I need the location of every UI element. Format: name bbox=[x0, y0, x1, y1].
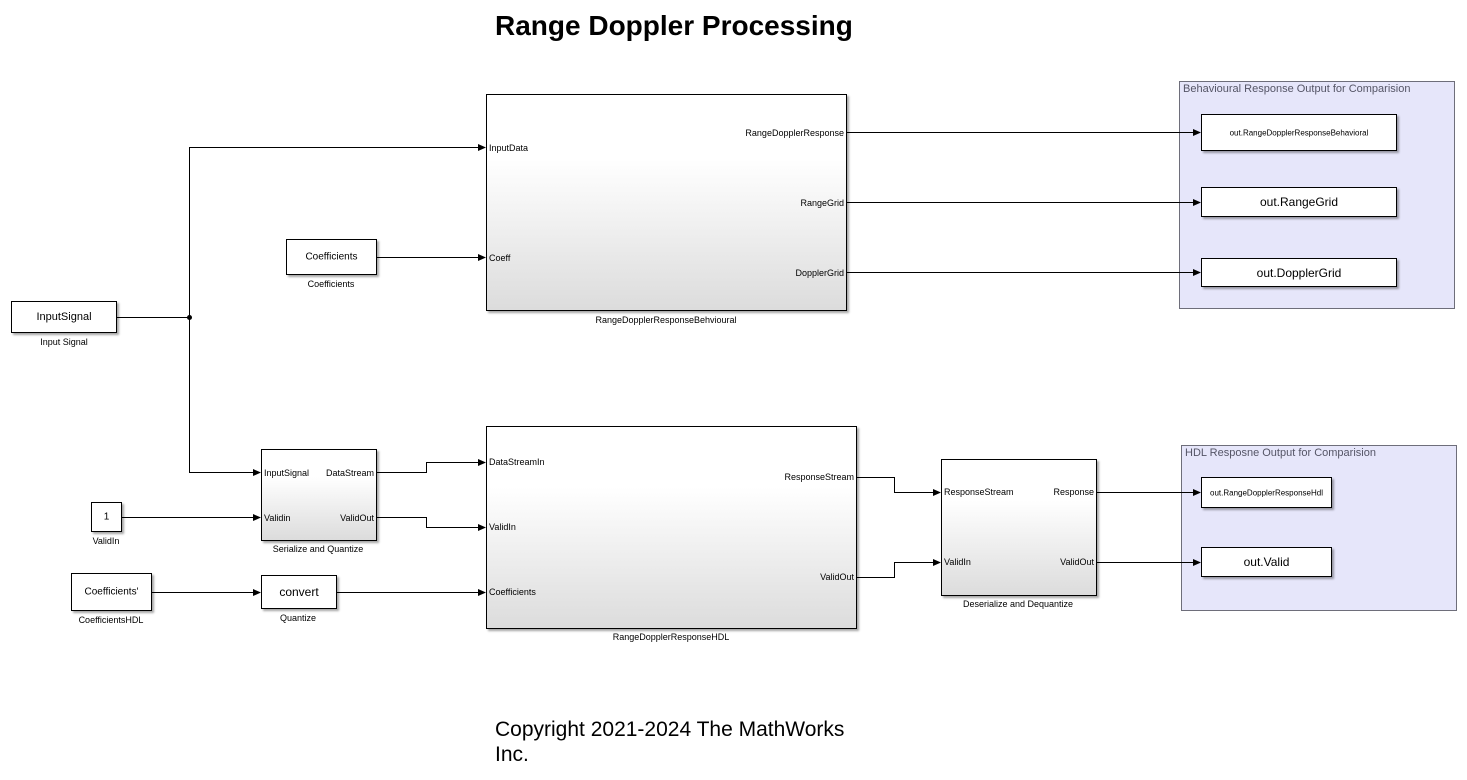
port-hdl-valid-out: ValidOut bbox=[820, 572, 854, 582]
port-response-stream: ResponseStream bbox=[784, 472, 854, 482]
port-doppler-grid: DopplerGrid bbox=[795, 268, 844, 278]
wire-responsestream-to-deser bbox=[857, 477, 941, 496]
port-data-stream-in: DataStreamIn bbox=[489, 457, 545, 467]
port-data-stream: DataStream bbox=[325, 468, 374, 478]
behavioural-subsystem-label: RangeDopplerResponseBehvioural bbox=[595, 315, 737, 325]
wire-to-input-data bbox=[189, 144, 486, 318]
wire-hdl-validout-to-deser bbox=[857, 559, 941, 578]
out-valid-block[interactable]: out.Valid bbox=[1201, 547, 1332, 577]
port-deser-valid-out: ValidOut bbox=[1060, 557, 1094, 567]
deserialize-and-dequantize-subsystem[interactable]: ResponseStream ValidIn Response ValidOut bbox=[941, 459, 1097, 596]
valid-in-label: ValidIn bbox=[92, 536, 120, 546]
out-valid-text: out.Valid bbox=[1243, 555, 1290, 569]
coefficients-label: Coefficients bbox=[307, 279, 355, 289]
serialize-label: Serialize and Quantize bbox=[272, 544, 364, 554]
out-doppler-grid-text: out.DopplerGrid bbox=[1256, 265, 1342, 280]
out-rdr-hdl-text: out.RangeDopplerResponseHdl bbox=[1210, 488, 1323, 497]
port-coeff: Coeff bbox=[489, 253, 511, 263]
coefficients-block-text: Coefficients bbox=[305, 251, 358, 263]
out-doppler-grid-block[interactable]: out.DopplerGrid bbox=[1201, 258, 1397, 287]
port-range-grid: RangeGrid bbox=[800, 198, 844, 208]
wire-to-serialize-input bbox=[189, 317, 261, 476]
port-hdl-coefficients: Coefficients bbox=[489, 587, 536, 597]
port-hdl-valid-in: ValidIn bbox=[489, 522, 516, 532]
port-input-signal: InputSignal bbox=[264, 468, 310, 478]
port-valid-out: ValidOut bbox=[340, 513, 374, 523]
port-validin: Validin bbox=[264, 513, 291, 523]
hdl-subsystem-label: RangeDopplerResponseHDL bbox=[612, 632, 730, 642]
valid-in-constant-block[interactable]: 1 bbox=[91, 502, 122, 532]
quantize-convert-block[interactable]: convert bbox=[261, 575, 337, 609]
valid-in-constant-value: 1 bbox=[103, 511, 110, 523]
hdl-area-title: HDL Resposne Output for Comparision bbox=[1185, 447, 1376, 459]
out-range-doppler-response-behavioral-block[interactable]: out.RangeDopplerResponseBehavioral bbox=[1201, 114, 1397, 151]
coefficients-hdl-label: CoefficientsHDL bbox=[78, 615, 144, 625]
serialize-and-quantize-subsystem[interactable]: InputSignal Validin DataStream ValidOut bbox=[261, 449, 377, 541]
wire-validout-to-hdl bbox=[377, 517, 486, 531]
range-doppler-behavioural-subsystem[interactable]: InputData Coeff RangeDopplerResponse Ran… bbox=[486, 94, 847, 311]
port-deser-valid-in: ValidIn bbox=[944, 557, 971, 567]
range-doppler-hdl-subsystem[interactable]: DataStreamIn ValidIn Coefficients Respon… bbox=[486, 426, 857, 629]
port-deser-response-stream: ResponseStream bbox=[944, 487, 1014, 497]
coefficients-block[interactable]: Coefficients bbox=[286, 239, 377, 275]
input-signal-label: Input Signal bbox=[40, 337, 88, 347]
input-signal-block[interactable]: InputSignal bbox=[11, 301, 117, 333]
quantize-convert-text: convert bbox=[279, 585, 319, 599]
diagram-title: Range Doppler Processing bbox=[495, 10, 853, 41]
hdl-output-area[interactable]: HDL Resposne Output for Comparision bbox=[1181, 445, 1457, 611]
input-signal-block-text: InputSignal bbox=[36, 311, 92, 323]
port-deser-response: Response bbox=[1053, 487, 1094, 497]
deserialize-label: Deserialize and Dequantize bbox=[962, 599, 1074, 609]
out-range-doppler-response-hdl-block[interactable]: out.RangeDopplerResponseHdl bbox=[1201, 477, 1332, 508]
coefficients-hdl-block[interactable]: Coefficients' bbox=[71, 573, 152, 611]
coefficients-hdl-text: Coefficients' bbox=[84, 586, 139, 598]
branch-point bbox=[187, 315, 192, 320]
quantize-label: Quantize bbox=[279, 613, 317, 623]
port-input-data: InputData bbox=[489, 143, 529, 153]
out-range-grid-text: out.RangeGrid bbox=[1259, 195, 1339, 209]
wire-datastream-to-hdl bbox=[377, 459, 486, 473]
behavioural-area-title: Behavioural Response Output for Comparis… bbox=[1183, 83, 1411, 95]
out-rdr-behavioral-text: out.RangeDopplerResponseBehavioral bbox=[1229, 128, 1369, 137]
copyright-text: Copyright 2021-2024 The MathWorks Inc. bbox=[495, 718, 845, 766]
out-range-grid-block[interactable]: out.RangeGrid bbox=[1201, 187, 1397, 217]
port-range-doppler-response: RangeDopplerResponse bbox=[745, 128, 844, 138]
